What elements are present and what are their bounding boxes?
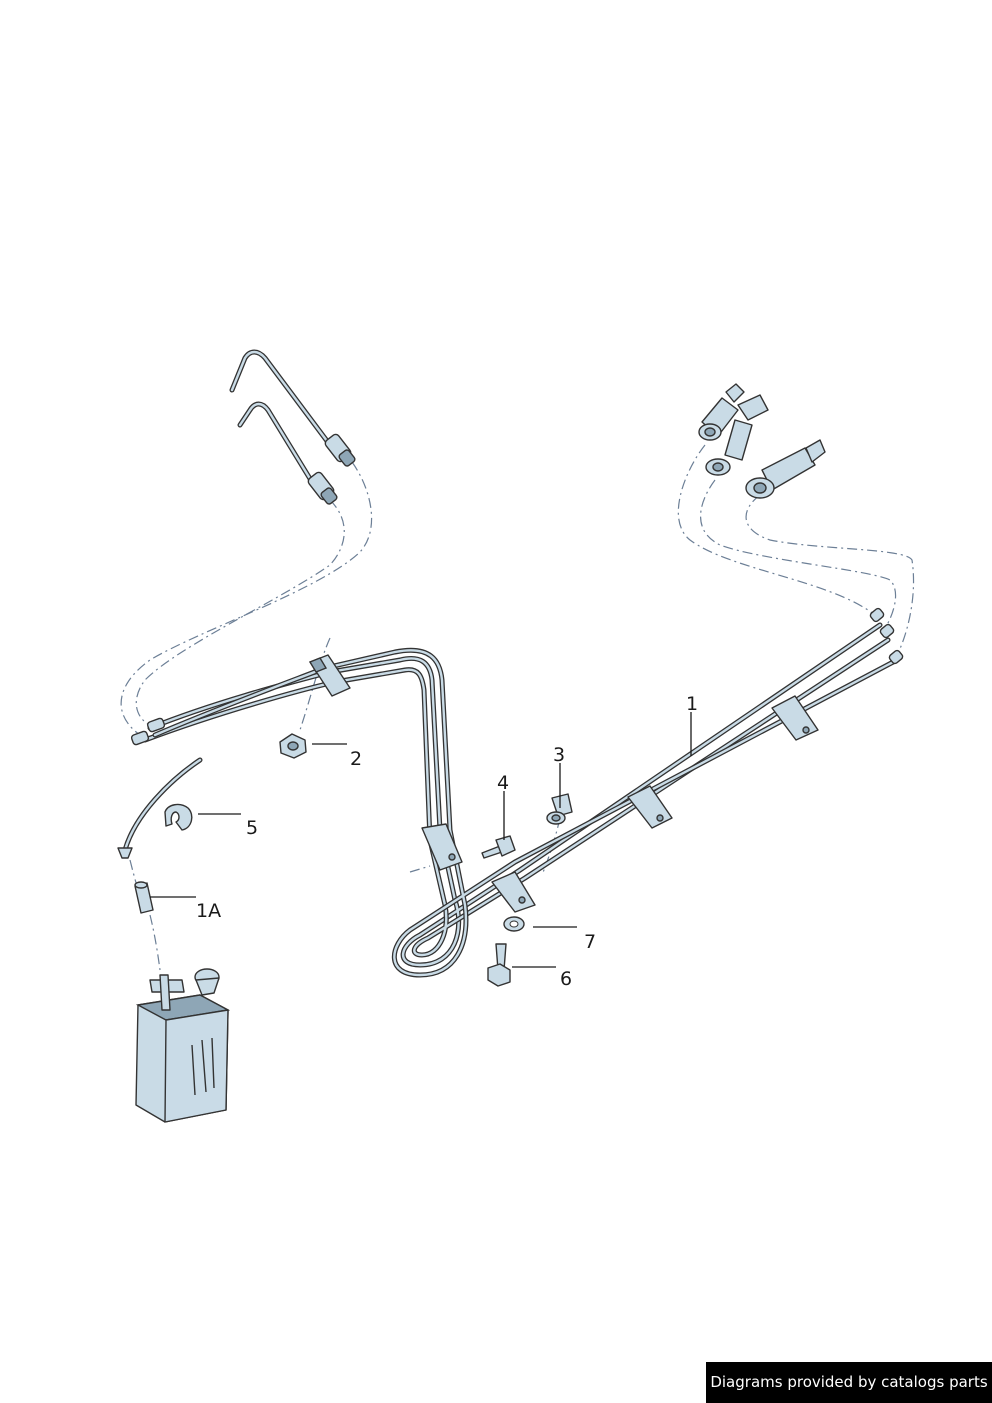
callout-5: 5 xyxy=(246,817,258,839)
clamp-right xyxy=(771,695,819,741)
part-4-screw xyxy=(481,835,516,859)
part-3-expanding-nut xyxy=(546,793,573,825)
connector-top-right-1 xyxy=(698,383,745,441)
attribution-banner: Diagrams provided by catalogs parts xyxy=(706,1362,992,1403)
fuel-line-bundle xyxy=(117,607,904,978)
part-5-clip xyxy=(164,803,193,831)
callout-7: 7 xyxy=(584,931,596,953)
part-6-bolt xyxy=(487,943,511,987)
clamp-lower-left xyxy=(491,871,536,913)
tube-clamps xyxy=(308,654,819,913)
part-2-nut xyxy=(279,733,307,759)
callout-6: 6 xyxy=(560,968,572,990)
clamp-center xyxy=(627,785,673,829)
connector-top-right-2 xyxy=(705,394,769,476)
callout-labels: 1 2 3 4 5 1A 7 6 xyxy=(196,693,698,990)
rear-tube-ends xyxy=(229,349,356,505)
callout-2: 2 xyxy=(350,748,362,770)
callout-4: 4 xyxy=(497,772,509,794)
connector-top-right-3 xyxy=(745,439,826,499)
leader-lines xyxy=(150,712,692,968)
part-7-washer xyxy=(503,916,525,932)
front-connectors xyxy=(698,383,826,499)
callout-3: 3 xyxy=(553,744,565,766)
callout-1: 1 xyxy=(686,693,698,715)
clamp-upper-left xyxy=(308,654,351,697)
carbon-canister xyxy=(135,968,231,1123)
callout-1a: 1A xyxy=(196,900,221,922)
clamp-middle-vertical xyxy=(421,823,463,871)
connector-top-left-2 xyxy=(307,471,338,505)
connector-top-left-1 xyxy=(324,433,356,467)
part-1a-hose xyxy=(134,881,154,914)
